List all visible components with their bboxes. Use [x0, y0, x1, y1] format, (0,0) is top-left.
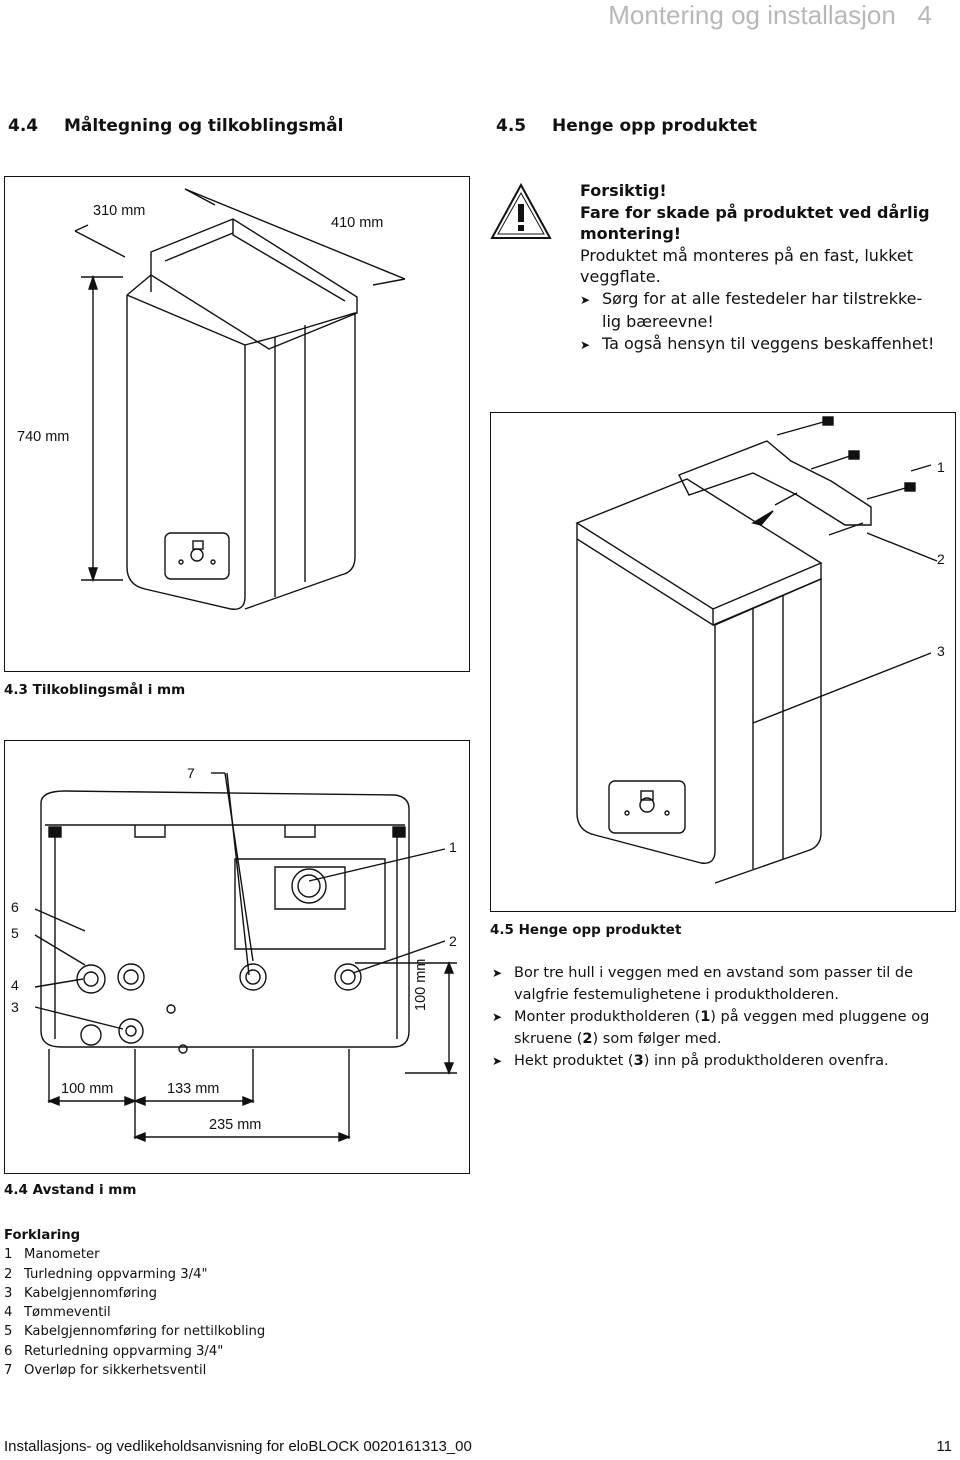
header-title: Montering og installasjon	[608, 0, 896, 30]
arrow-bullet-icon: ➤	[580, 292, 591, 307]
legend-title: Forklaring	[4, 1228, 81, 1243]
product-holder-bracket	[678, 440, 872, 526]
section-title: Henge opp produktet	[552, 116, 758, 136]
page-header: Montering og installasjon 4	[608, 0, 932, 31]
boiler-dimension-drawing	[74, 188, 406, 610]
dim-depth-line	[184, 188, 406, 280]
step-2: ➤Monter produktholderen (1) på veggen me…	[492, 1006, 952, 1028]
step-1-cont: valgfrie festemulighetene i produktholde…	[514, 987, 839, 1003]
figure-4-5-mounting: 1 2 3	[490, 412, 956, 912]
footer-document-title: Installasjons- og vedlikeholdsanvisning …	[4, 1438, 472, 1455]
step-1: ➤Bor tre hull i veggen med en avstand so…	[492, 962, 952, 984]
depth-dimension-label: 410 mm	[331, 215, 384, 231]
warning-hazard-line-1: Fare for skade på produktet ved dårlig	[580, 202, 930, 222]
warning-triangle-icon	[488, 182, 554, 242]
warning-text: Forsiktig! Fare for skade på produktet v…	[580, 180, 960, 356]
figure-4-3-caption: 4.3 Tilkoblingsmål i mm	[4, 682, 186, 698]
warning-title: Forsiktig!	[580, 181, 667, 200]
dim-width-line	[74, 230, 126, 258]
figure-4-4-caption: 4.4 Avstand i mm	[4, 1182, 137, 1198]
dimension-label-133: 133 mm	[167, 1081, 220, 1097]
step-2-cont: skruene (2) som følger med.	[514, 1031, 722, 1047]
arrow-bullet-icon: ➤	[580, 337, 591, 352]
dimension-label-235: 235 mm	[209, 1117, 262, 1133]
header-chapter: 4	[917, 0, 932, 30]
dimension-label-100-vertical: 100 mm	[413, 958, 429, 1011]
callout-2: 2	[937, 551, 945, 567]
section-heading-4-4: 4.4 Måltegning og tilkoblingsmål	[8, 116, 343, 136]
warning-step-1: ➤Sørg for at alle festedeler har tilstre…	[580, 288, 960, 312]
arrow-bullet-icon: ➤	[492, 1054, 503, 1068]
width-dimension-label: 310 mm	[93, 203, 146, 219]
warning-step-1-cont: lig bæreevne!	[602, 312, 714, 331]
boiler-mounting-drawing	[575, 416, 938, 884]
section-heading-4-5: 4.5 Henge opp produktet	[496, 116, 757, 136]
boiler-bottom-view-drawing	[34, 772, 457, 1143]
figure-4-4-connections: 7 1 6 5 2 4 3 100 mm 133 mm 235 mm 100 m…	[4, 740, 470, 1174]
callout-3: 3	[937, 643, 945, 659]
section-number: 4.5	[496, 116, 527, 136]
callout-3: 3	[11, 999, 19, 1015]
dimension-label-100-left: 100 mm	[61, 1081, 114, 1097]
callout-5: 5	[11, 925, 19, 941]
boiler-outline	[40, 790, 410, 1048]
callout-1: 1	[937, 459, 945, 475]
figure-4-3-dimensions: 310 mm 410 mm 740 mm	[4, 176, 470, 672]
callout-7: 7	[187, 765, 195, 781]
callout-4: 4	[11, 977, 19, 993]
warning-hazard-line-2: montering!	[580, 224, 682, 243]
arrow-bullet-icon: ➤	[492, 966, 503, 980]
callout-1: 1	[449, 839, 457, 855]
warning-body-line-1: Produktet må monteres på en fast, lukket	[580, 245, 914, 265]
callout-6: 6	[11, 899, 19, 915]
mounting-steps: ➤Bor tre hull i veggen med en avstand so…	[492, 962, 952, 1072]
arrow-bullet-icon: ➤	[492, 1010, 503, 1024]
figure-4-5-caption: 4.5 Henge opp produktet	[490, 922, 682, 938]
step-3: ➤Hekt produktet (3) inn på produktholder…	[492, 1050, 952, 1072]
height-dimension-label: 740 mm	[17, 429, 70, 445]
manometer-symbol	[291, 868, 327, 904]
footer-page-number: 11	[936, 1438, 952, 1455]
callout-2: 2	[449, 933, 457, 949]
section-title: Måltegning og tilkoblingsmål	[64, 116, 344, 136]
warning-step-2: ➤Ta også hensyn til veggens beskaffenhet…	[580, 333, 960, 357]
section-number: 4.4	[8, 116, 39, 136]
warning-body-line-2: veggflate.	[580, 267, 661, 286]
